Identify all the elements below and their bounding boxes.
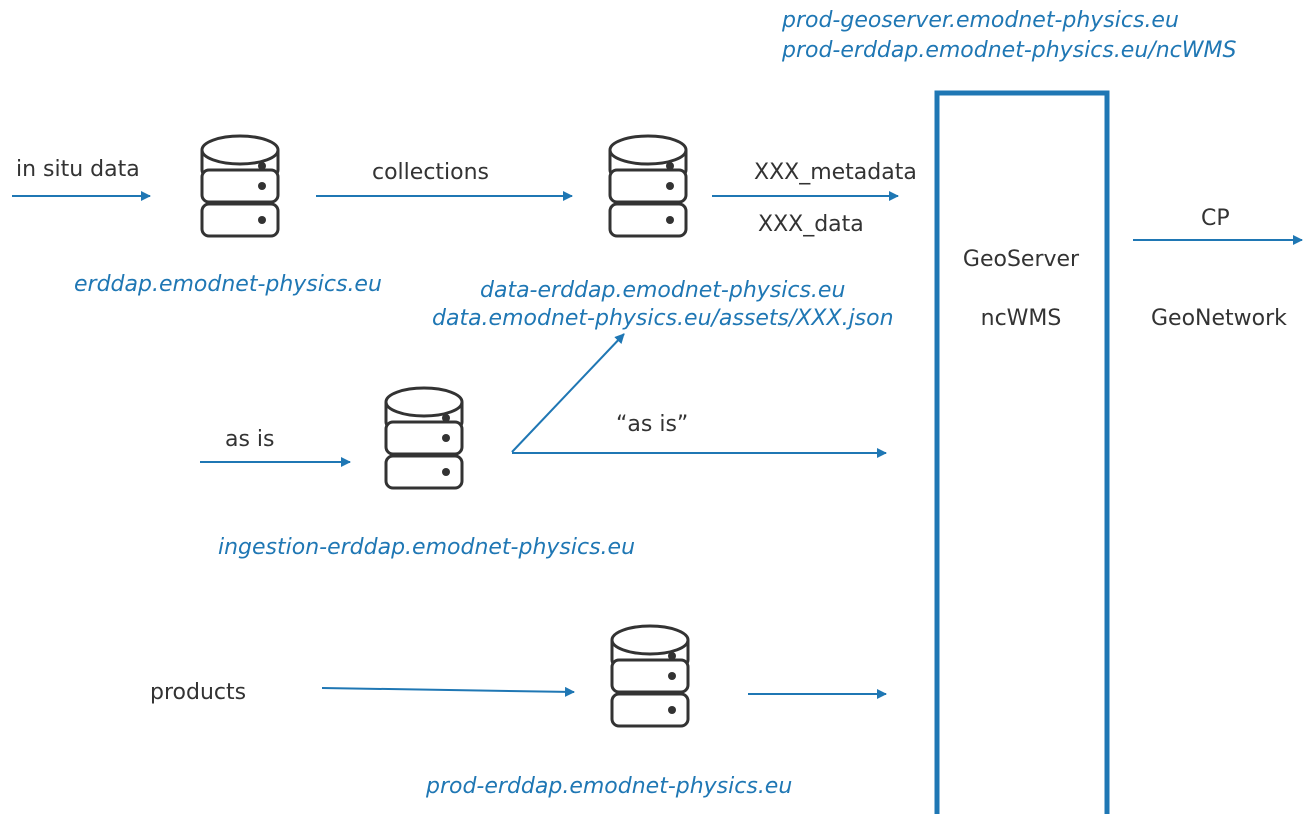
- erddap-host-label: erddap.emodnet-physics.eu: [74, 272, 382, 297]
- metadata-label: XXX_metadata: [754, 160, 917, 185]
- geonetwork-label: GeoNetwork: [1151, 306, 1287, 331]
- cp-label: CP: [1201, 206, 1230, 231]
- geoserver-host-label: prod-geoserver.emodnet-physics.eu: [782, 8, 1179, 33]
- assets-host-label: data.emodnet-physics.eu/assets/XXX.json: [432, 306, 894, 331]
- database-icon: [610, 624, 690, 728]
- ncwms-host-label: prod-erddap.emodnet-physics.eu/ncWMS: [782, 38, 1237, 63]
- in-situ-label: in situ data: [16, 157, 140, 182]
- arrow-to-data-erddap: [511, 333, 625, 453]
- collections-label: collections: [372, 160, 490, 185]
- data-erddap-host-label: data-erddap.emodnet-physics.eu: [480, 278, 846, 303]
- database-icon: [608, 134, 688, 238]
- database-icon: [384, 386, 464, 490]
- ingestion-host-label: ingestion-erddap.emodnet-physics.eu: [218, 535, 636, 560]
- as-is-quoted-label: “as is”: [616, 412, 689, 437]
- as-is-label: as is: [225, 427, 275, 452]
- ncwms-label: ncWMS: [980, 306, 1062, 331]
- geoserver-box: [934, 90, 1110, 814]
- products-label: products: [150, 680, 247, 705]
- prod-erddap-host-label: prod-erddap.emodnet-physics.eu: [426, 774, 793, 799]
- data-label: XXX_data: [758, 212, 864, 237]
- database-icon: [200, 134, 280, 238]
- arrow-products: [321, 686, 575, 697]
- geoserver-label: GeoServer: [962, 247, 1080, 272]
